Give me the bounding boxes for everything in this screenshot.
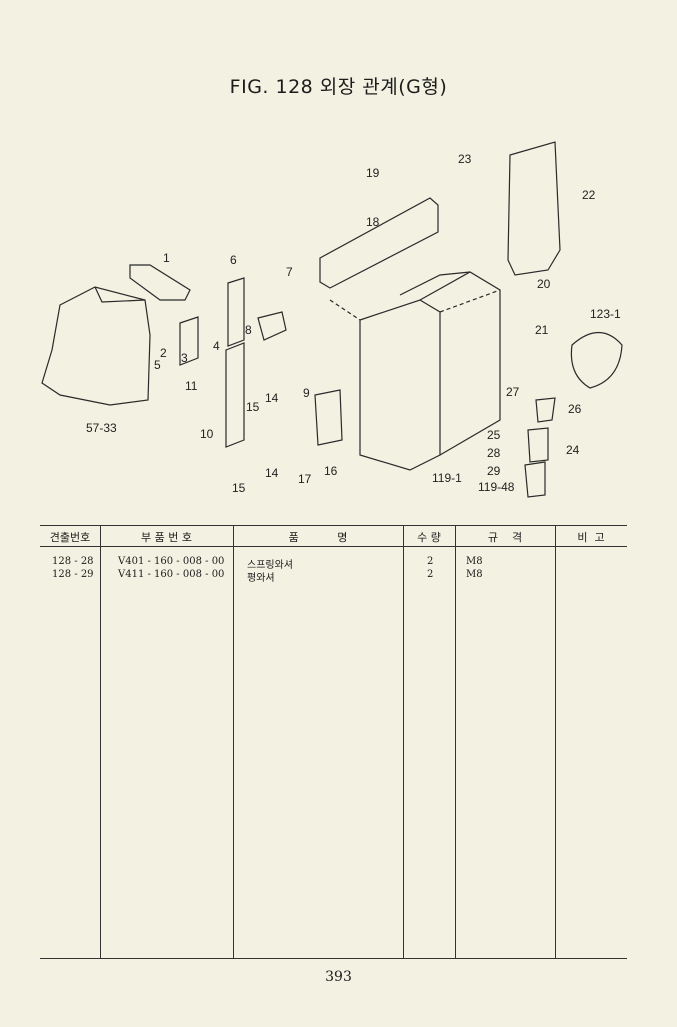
callout-label: 22: [582, 188, 596, 202]
column-divider: [455, 525, 456, 958]
callout-label: 5: [154, 358, 161, 372]
callout-label: 23: [458, 152, 472, 166]
callout-label: 123-1: [590, 307, 621, 321]
cell-part-no: V411 - 160 - 008 - 00: [118, 569, 225, 580]
callout-label: 57-33: [86, 421, 117, 435]
callout-label: 2: [160, 346, 167, 360]
callout-label: 18: [366, 215, 380, 229]
callout-label: 4: [213, 339, 220, 353]
cell-qty: 2: [427, 569, 434, 580]
part-cover: [41, 286, 151, 406]
callout-label: 10: [200, 427, 214, 441]
callout-label: 20: [537, 277, 551, 291]
cell-spec: M8: [466, 569, 483, 580]
figure-title: FIG. 128 외장 관계(G형): [229, 76, 448, 98]
callout-label: 1: [163, 251, 170, 265]
page-number: 393: [325, 969, 352, 985]
table-top-rule: [40, 525, 627, 526]
callout-label: 25: [487, 428, 501, 442]
column-divider: [233, 525, 234, 958]
part-duct: [314, 389, 343, 446]
cell-spec: M8: [466, 556, 483, 567]
callout-label: 14: [265, 466, 279, 480]
cell-name: 스프링와셔: [247, 560, 293, 571]
part-clip: [527, 427, 549, 463]
callout-label: 7: [286, 265, 293, 279]
table-bottom-rule: [40, 958, 627, 959]
callout-label: 8: [245, 323, 252, 337]
callout-label: 3: [181, 351, 188, 365]
table-header-rule: [40, 546, 627, 547]
part-plate: [227, 277, 245, 347]
column-divider: [403, 525, 404, 958]
part-plate-small: [524, 461, 546, 498]
callout-label: 27: [506, 385, 520, 399]
callout-label: 17: [298, 472, 312, 486]
callout-label: 6: [230, 253, 237, 267]
callout-label: 15: [232, 481, 246, 495]
part-bracket: [129, 264, 191, 301]
part-side-panel: [507, 141, 561, 276]
callout-label: 28: [487, 446, 501, 460]
header-note: 비 고: [577, 531, 605, 544]
part-clip: [535, 397, 556, 423]
callout-label: 26: [568, 402, 582, 416]
callout-label: 19: [366, 166, 380, 180]
callout-label: 15: [246, 400, 260, 414]
callout-label: 29: [487, 464, 501, 478]
callout-label: 11: [185, 379, 198, 393]
cell-ref: 128 - 29: [52, 569, 94, 580]
callout-label: 21: [535, 323, 549, 337]
column-divider: [555, 525, 556, 958]
cell-name: 평와셔: [247, 573, 275, 584]
cell-qty: 2: [427, 556, 434, 567]
callout-label: 119-1: [432, 471, 462, 485]
part-valve: [570, 331, 623, 389]
header-part-no: 부 품 번 호: [141, 531, 192, 544]
callout-label: 119-48: [478, 480, 515, 494]
part-main-body: [359, 299, 441, 471]
header-spec: 규 격: [487, 531, 523, 544]
callout-label: 9: [303, 386, 310, 400]
part-cover-small: [257, 311, 287, 341]
cell-part-no: V401 - 160 - 008 - 00: [118, 556, 225, 567]
column-divider: [100, 525, 101, 958]
callout-label: 16: [324, 464, 338, 478]
part-long-bracket: [319, 197, 439, 289]
part-plate: [179, 316, 199, 366]
callout-label: 14: [265, 391, 279, 405]
header-ref: 견출번호: [49, 531, 91, 544]
header-qty: 수 량: [417, 531, 441, 544]
cell-ref: 128 - 28: [52, 556, 94, 567]
header-name: 품 명: [288, 531, 348, 544]
part-plate: [225, 342, 245, 448]
callout-label: 24: [566, 443, 580, 457]
